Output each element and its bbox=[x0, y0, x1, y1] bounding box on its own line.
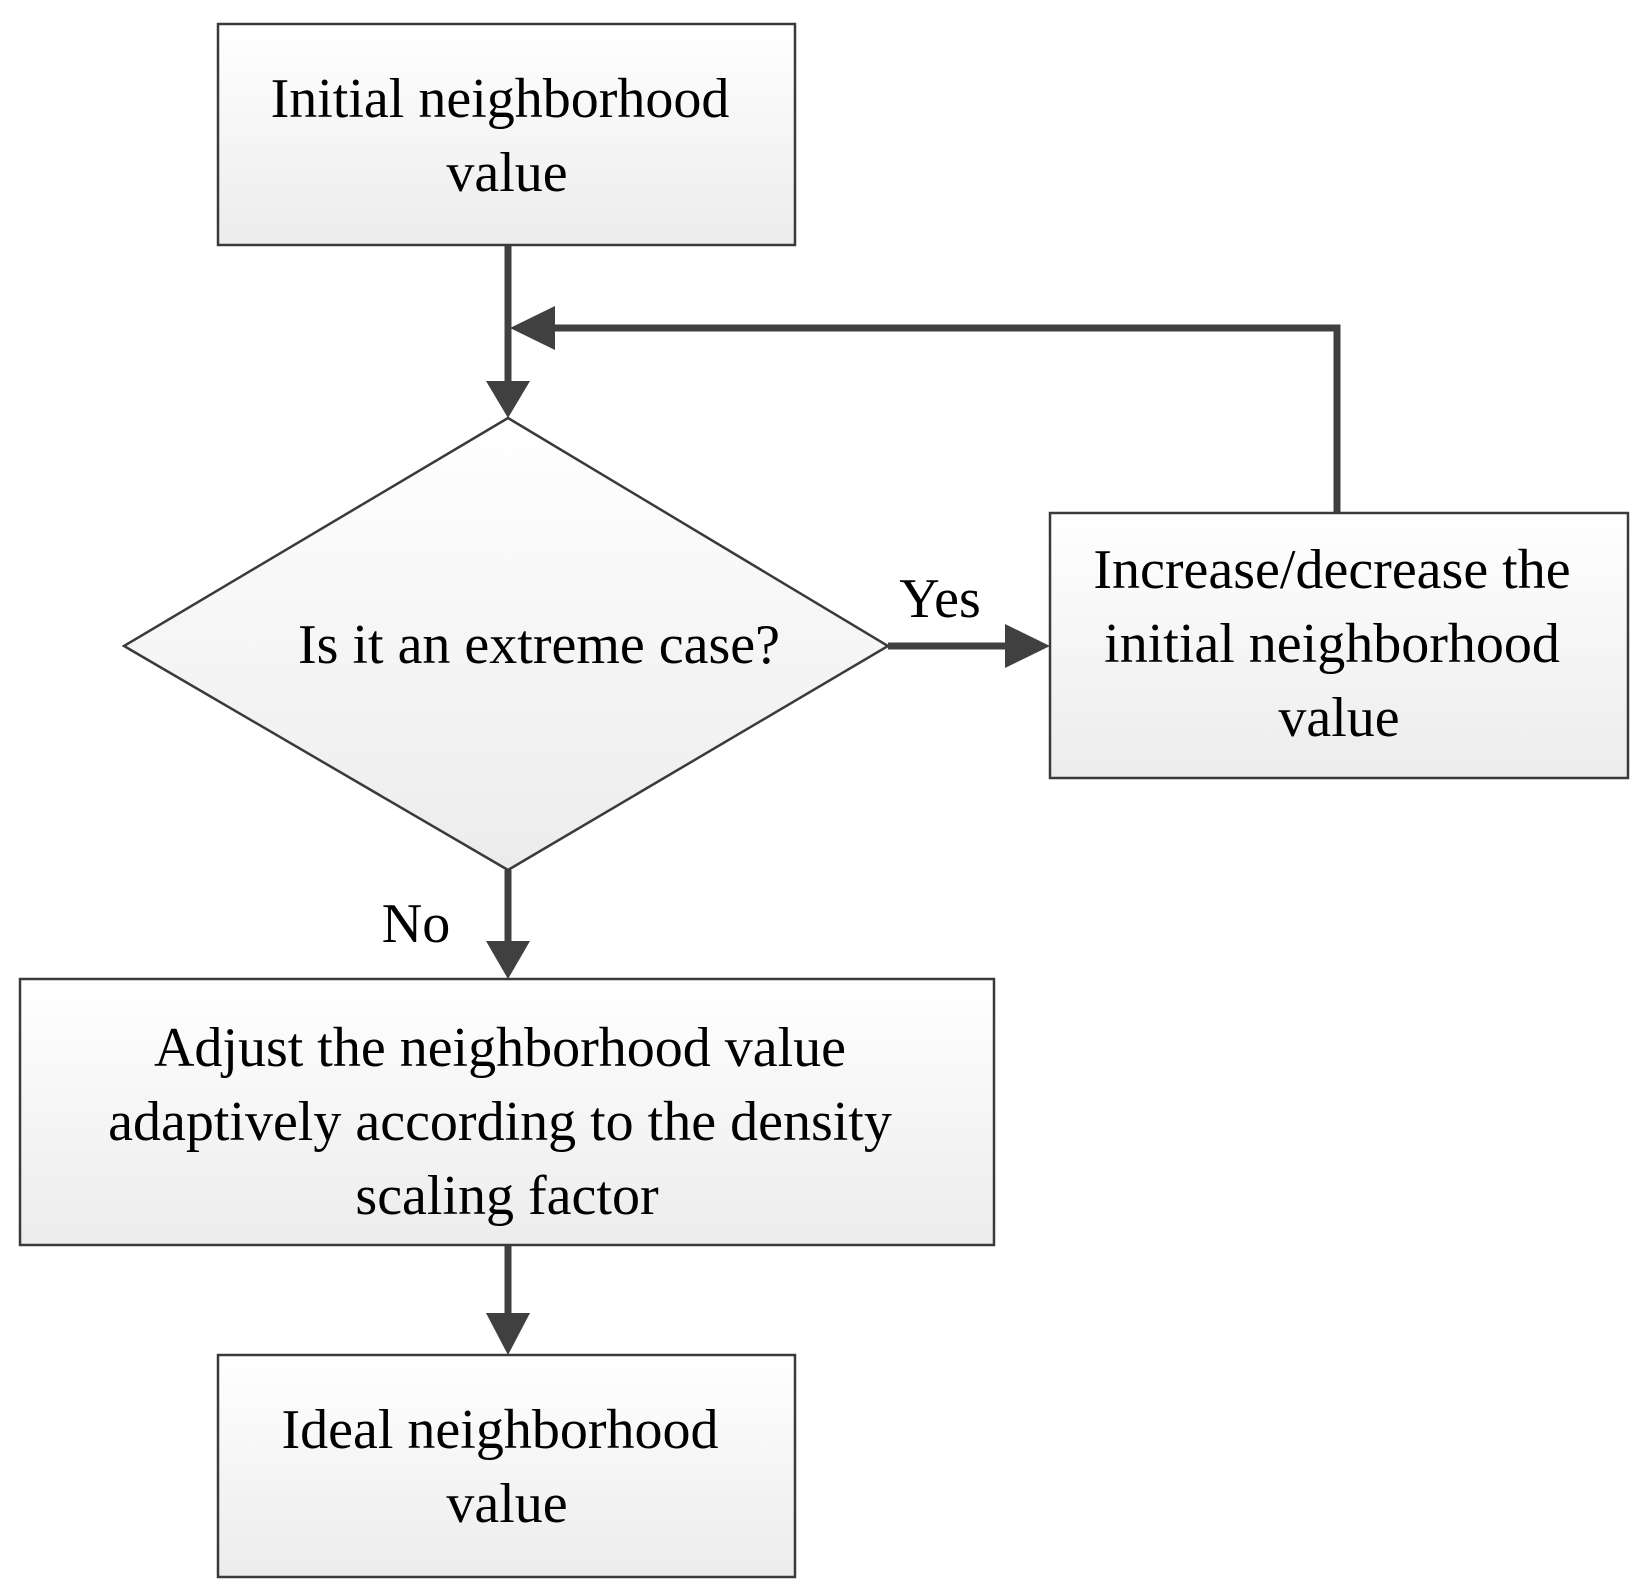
node-initial-line-2: value bbox=[446, 142, 567, 204]
yes-label: Yes bbox=[899, 568, 980, 630]
node-initial-line-1: Initial neighborhood bbox=[271, 68, 730, 130]
arrowhead-ideal-top bbox=[486, 1313, 530, 1355]
node-adjust-box bbox=[18, 977, 996, 1247]
node-decision: Is it an extreme case? bbox=[121, 416, 891, 872]
node-adjust-line-3: scaling factor bbox=[355, 1165, 659, 1227]
arrowhead-decision-top bbox=[486, 381, 530, 418]
node-initial-box bbox=[216, 22, 797, 247]
edges bbox=[486, 245, 1341, 1355]
edge-increase-loop-back bbox=[538, 324, 1341, 513]
node-increase-line-1: Increase/decrease the bbox=[1093, 539, 1570, 601]
node-adjust-text: Adjust the neighborhood value adaptively… bbox=[108, 1017, 906, 1227]
node-ideal-line-1: Ideal neighborhood bbox=[282, 1399, 719, 1461]
node-increase-line-2: initial neighborhood bbox=[1104, 613, 1560, 675]
node-decision-line-1: Is it an extreme case? bbox=[298, 614, 780, 676]
node-ideal-line-2: value bbox=[446, 1473, 567, 1535]
node-adjust: Adjust the neighborhood value adaptively… bbox=[18, 977, 996, 1247]
node-adjust-line-2: adaptively according to the density bbox=[108, 1091, 892, 1153]
node-initial-text: Initial neighborhood value bbox=[271, 68, 744, 204]
node-ideal-box bbox=[216, 1353, 797, 1579]
node-ideal-text: Ideal neighborhood value bbox=[282, 1399, 733, 1535]
arrowhead-loop-back bbox=[510, 306, 555, 350]
node-ideal: Ideal neighborhood value bbox=[216, 1353, 797, 1579]
node-adjust-line-1: Adjust the neighborhood value bbox=[154, 1017, 846, 1079]
node-increase-text: Increase/decrease the initial neighborho… bbox=[1093, 539, 1584, 749]
node-increase: Increase/decrease the initial neighborho… bbox=[1048, 511, 1630, 780]
arrowhead-increase-left bbox=[1005, 624, 1050, 668]
node-initial: Initial neighborhood value bbox=[216, 22, 797, 247]
node-increase-box bbox=[1048, 511, 1630, 780]
node-decision-diamond bbox=[121, 416, 891, 872]
arrowhead-adjust-top bbox=[486, 941, 530, 979]
node-decision-text: Is it an extreme case? bbox=[298, 614, 780, 676]
no-label: No bbox=[382, 893, 450, 955]
node-increase-line-3: value bbox=[1278, 687, 1399, 749]
